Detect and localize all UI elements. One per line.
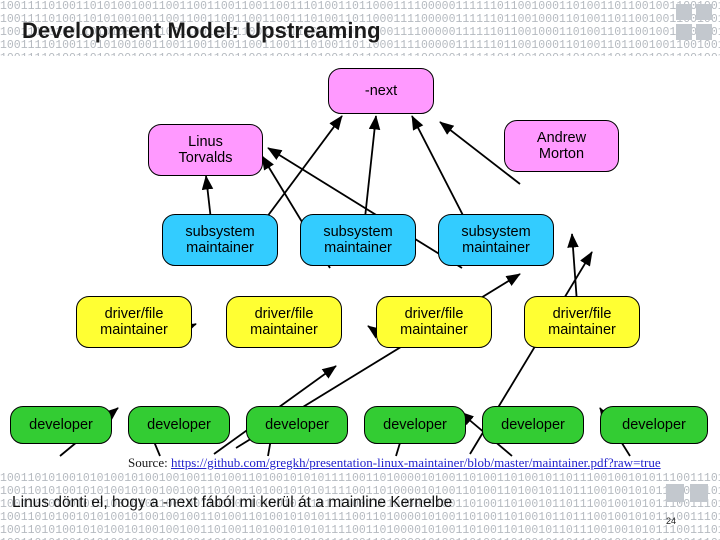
binary-line: 1001101010010101001010010010011010011010… [0, 485, 720, 498]
upstreaming-diagram: -next Linus Torvalds Andrew Morton subsy… [0, 56, 720, 476]
binary-line: 1001111010011010100100110011001100110011… [0, 39, 720, 52]
node-driver-file-maintainer-1[interactable]: driver/file maintainer [76, 296, 192, 348]
decorative-square [696, 4, 712, 20]
page-title-shadow: Development Model: Upstreaming [23, 19, 379, 44]
binary-line: 1001111010011010100100110011001100110011… [0, 52, 720, 56]
binary-line: 1001111010011010100100110011001100110011… [0, 0, 720, 13]
binary-line: 1001101010010101001010010010011010011010… [0, 498, 720, 511]
node-driver-file-maintainer-4[interactable]: driver/file maintainer [524, 296, 640, 348]
node-linus-torvalds[interactable]: Linus Torvalds [148, 124, 263, 176]
background-binary-top: 1001111010011010100100110011001100110011… [0, 0, 720, 56]
node-developer-4[interactable]: developer [364, 406, 466, 444]
binary-line: 1001101010010101001010010010011010011010… [0, 472, 720, 485]
node-driver-file-maintainer-2[interactable]: driver/file maintainer [226, 296, 342, 348]
node-developer-1[interactable]: developer [10, 406, 112, 444]
binary-line: 1001101010010101001010010010011010011010… [0, 537, 720, 540]
decorative-square [666, 484, 684, 502]
decorative-square [676, 4, 692, 20]
slide-caption: Linus dönti el, hogy a -next fából mi ke… [12, 494, 453, 511]
node-subsystem-maintainer-2[interactable]: subsystem maintainer [300, 214, 416, 266]
background-binary-bottom: 1001101010010101001010010010011010011010… [0, 472, 720, 540]
binary-line: 1001111010011010100100110011001100110011… [0, 13, 720, 26]
node-developer-5[interactable]: developer [482, 406, 584, 444]
source-url[interactable]: https://github.com/gregkh/presentation-l… [170, 455, 661, 470]
decorative-square [676, 24, 692, 40]
node-subsystem-maintainer-1[interactable]: subsystem maintainer [162, 214, 278, 266]
binary-line: 1001111010011010100100110011001100110011… [0, 26, 720, 39]
binary-line: 1001101010010101001010010010011010011010… [0, 524, 720, 537]
binary-line: 1001101010010101001010010010011010011010… [0, 511, 720, 524]
node-developer-6[interactable]: developer [600, 406, 708, 444]
decorative-square [696, 24, 712, 40]
node-driver-file-maintainer-3[interactable]: driver/file maintainer [376, 296, 492, 348]
node-developer-2[interactable]: developer [128, 406, 230, 444]
node-developer-3[interactable]: developer [246, 406, 348, 444]
node-subsystem-maintainer-3[interactable]: subsystem maintainer [438, 214, 554, 266]
decorative-square [690, 484, 708, 502]
node-andrew-morton[interactable]: Andrew Morton [504, 120, 619, 172]
source-label: Source: [128, 455, 168, 470]
node-next[interactable]: -next [328, 68, 434, 114]
page-number: 24 [666, 516, 677, 526]
source-line: Source: https://github.com/gregkh/presen… [128, 455, 661, 471]
page-title: Development Model: Upstreaming [22, 18, 381, 43]
